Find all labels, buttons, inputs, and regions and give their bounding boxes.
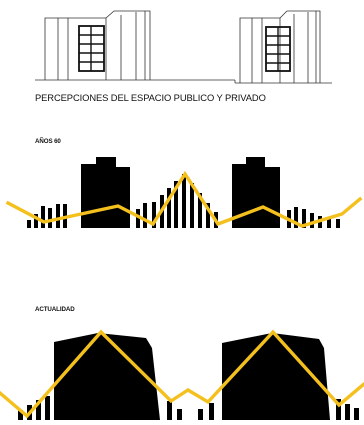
public-space-bar [167, 401, 172, 420]
left-building-elevation [44, 10, 151, 80]
actualidad-buildings [54, 333, 330, 420]
building-left-60 [81, 157, 130, 228]
public-space-bar [27, 220, 31, 228]
diagram-title: PERCEPCIONES DEL ESPACIO PUBLICO Y PRIVA… [35, 92, 266, 103]
building-right-actualidad [222, 333, 330, 420]
public-space-bar [41, 206, 45, 228]
public-space-bar [198, 193, 202, 228]
section-label-anos-60: AÑOS 60 [35, 138, 61, 145]
public-space-bar [177, 409, 182, 420]
public-space-bar [336, 219, 340, 228]
diagram-actualidad [0, 329, 364, 420]
public-space-bar [34, 214, 38, 228]
public-space-bar [198, 409, 203, 420]
diagram-anos-60 [5, 157, 363, 228]
public-space-bar [167, 188, 171, 228]
public-space-bar [327, 218, 331, 228]
public-space-bar [182, 174, 186, 228]
public-space-bar [36, 400, 41, 420]
public-space-bar [209, 403, 214, 420]
public-space-bar [206, 203, 210, 228]
public-space-bar [354, 408, 359, 420]
public-space-bar [190, 183, 194, 228]
anos-60-buildings [81, 157, 280, 228]
public-space-bar [152, 202, 156, 228]
public-space-bar [310, 213, 314, 228]
public-space-bar [136, 209, 140, 228]
public-space-bar [174, 181, 178, 228]
left-building-outline [44, 10, 151, 80]
right-building-elevation [239, 10, 321, 83]
perception-line-actualidad [0, 329, 364, 419]
public-space-bar [56, 204, 60, 228]
public-space-bar [336, 399, 341, 420]
right-building-outline [239, 10, 321, 83]
public-space-bar [294, 207, 298, 228]
elevation-drawing [35, 10, 332, 84]
public-space-bar [143, 203, 147, 228]
public-space-bar [345, 404, 350, 420]
public-space-bar [302, 209, 306, 228]
section-label-actualidad: ACTUALIDAD [35, 306, 75, 313]
public-space-bar [45, 396, 50, 420]
public-space-bar [18, 410, 23, 420]
perception-line-anos-60 [5, 170, 363, 228]
public-space-bar [48, 208, 52, 228]
